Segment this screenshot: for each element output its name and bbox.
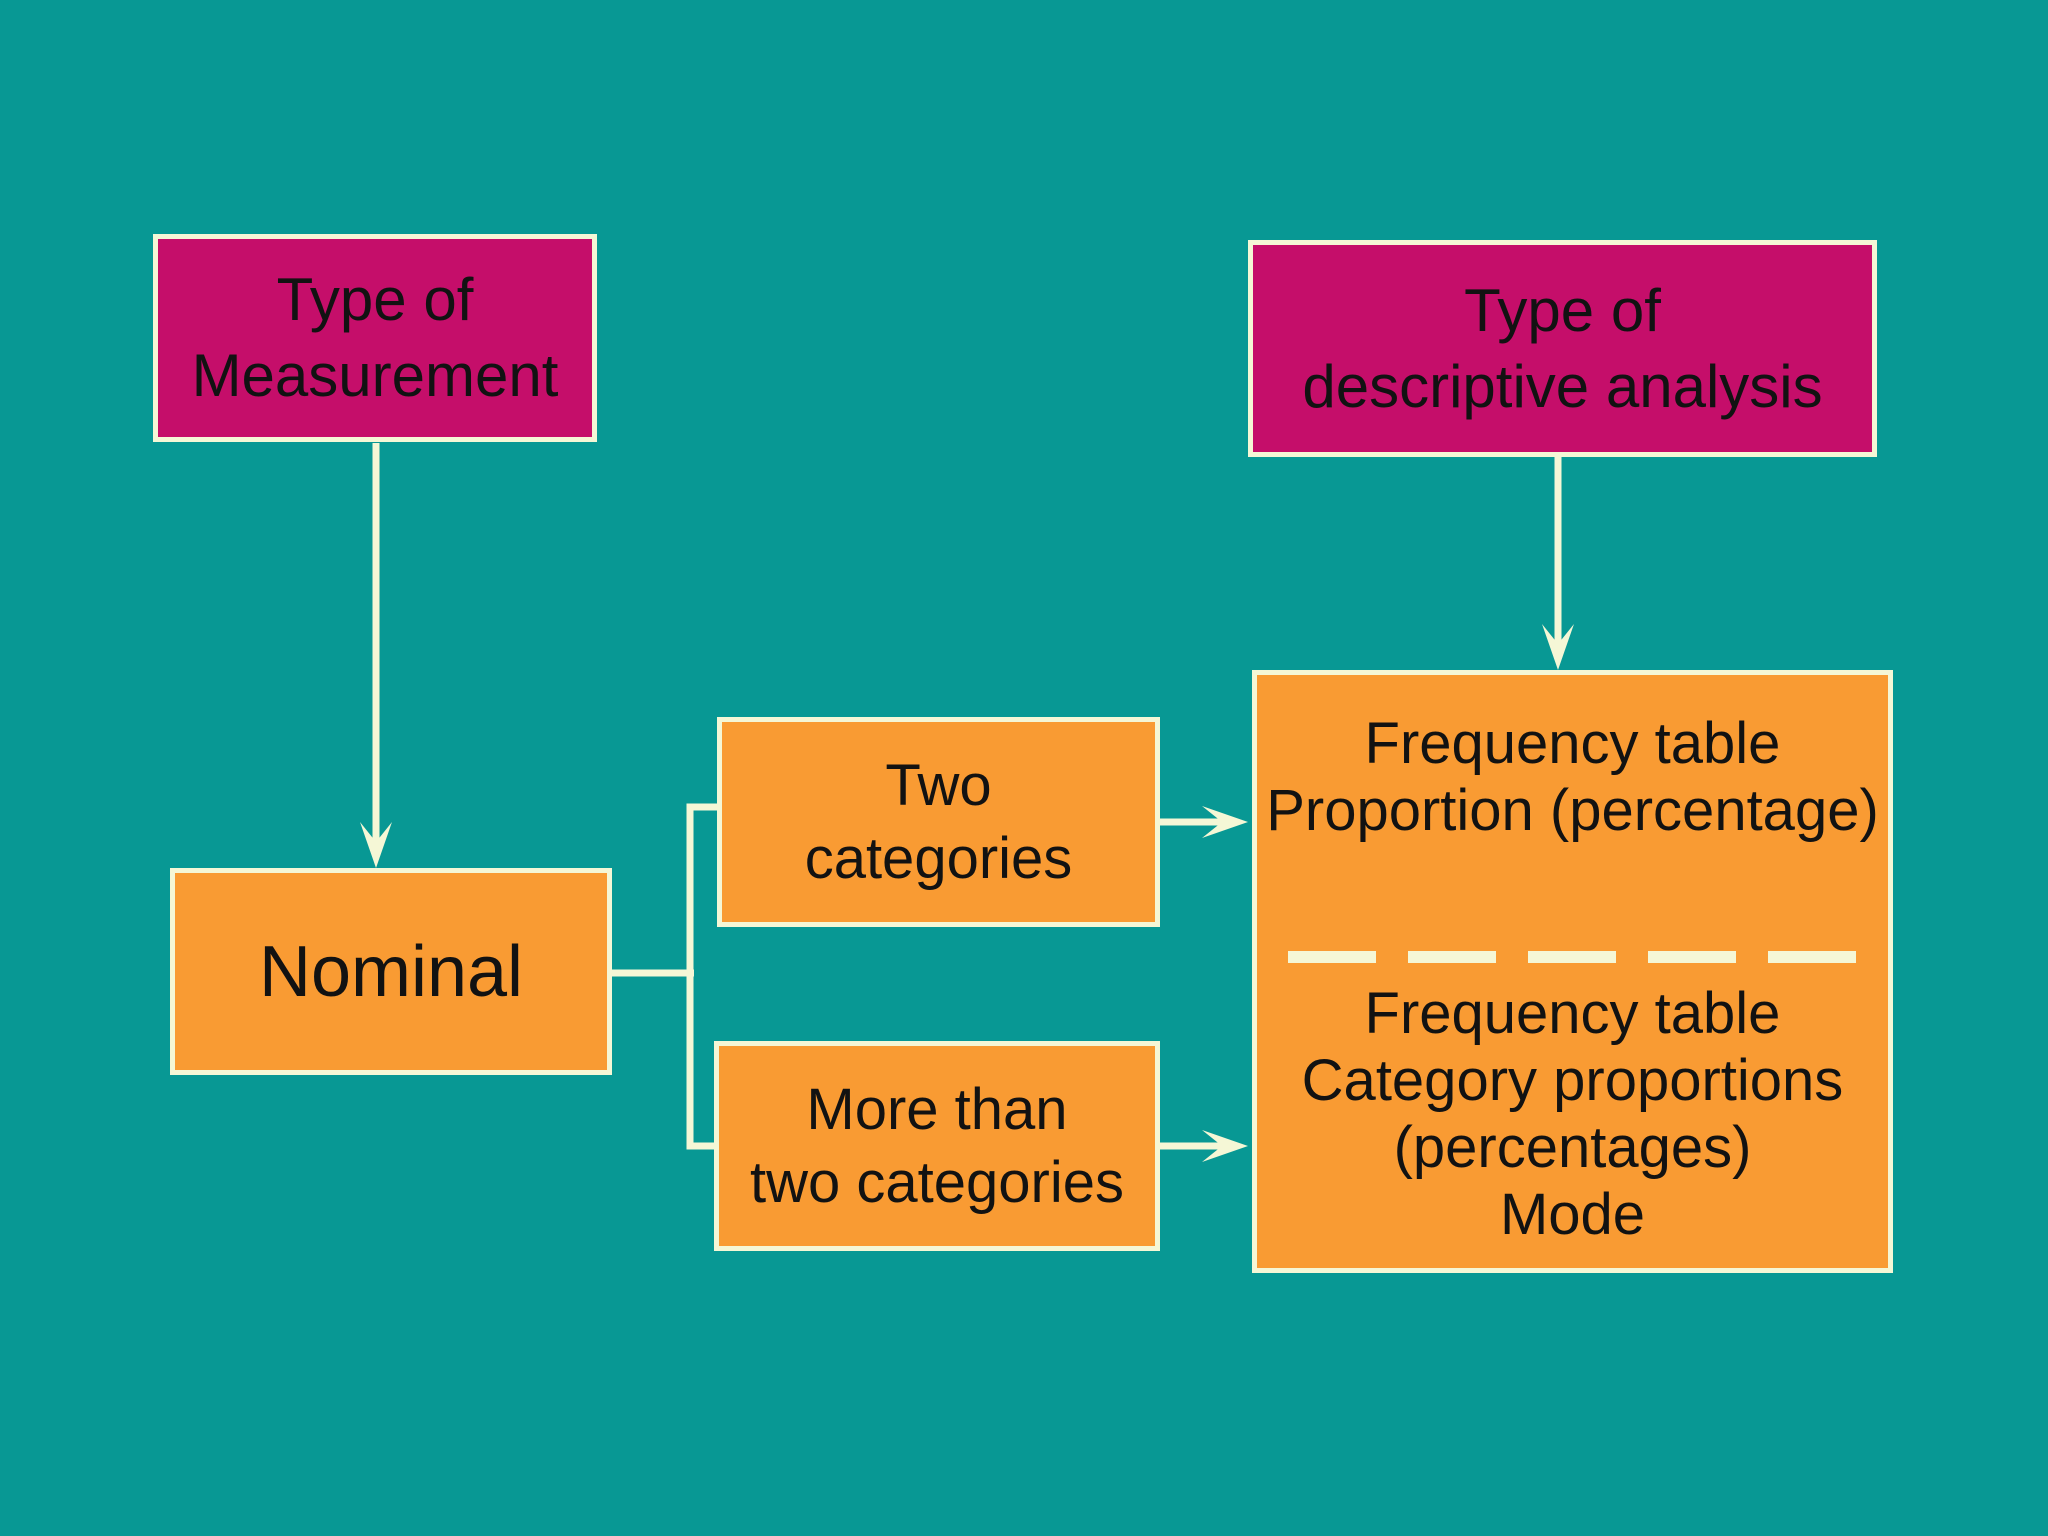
arrowhead-down-icon [1542, 624, 1574, 670]
node-type-of-measurement: Type of Measurement [153, 234, 597, 442]
node-nominal: Nominal [170, 868, 612, 1075]
node-more-than-two-categories-label: More than two categories [750, 1077, 1124, 1215]
arrowhead-down-icon [360, 822, 392, 868]
edge-nominal-branch-bracket [612, 803, 719, 1150]
node-type-of-descriptive-analysis-label: Type of descriptive analysis [1302, 276, 1823, 420]
analysis-two-categories-label: Frequency table Proportion (percentage) [1266, 711, 1879, 843]
arrowhead-right-icon [1202, 1130, 1248, 1162]
node-more-than-two-categories: More than two categories [714, 1041, 1160, 1251]
node-nominal-label: Nominal [258, 931, 524, 1012]
edge-measurement-to-nominal [360, 443, 392, 868]
node-type-of-measurement-label: Type of Measurement [191, 266, 559, 409]
edge-more-categories-to-analysis [1160, 1130, 1248, 1162]
node-descriptive-analysis-outcomes: Frequency table Proportion (percentage) … [1252, 670, 1893, 1273]
edge-descriptive-to-analysis [1542, 457, 1574, 670]
analysis-more-categories-label: Frequency table Category proportions (pe… [1301, 981, 1844, 1247]
edge-two-categories-to-analysis [1160, 806, 1248, 838]
node-type-of-descriptive-analysis: Type of descriptive analysis [1248, 240, 1877, 457]
node-two-categories-label: Two categories [804, 753, 1073, 891]
node-two-categories: Two categories [717, 717, 1160, 927]
arrowhead-right-icon [1202, 806, 1248, 838]
